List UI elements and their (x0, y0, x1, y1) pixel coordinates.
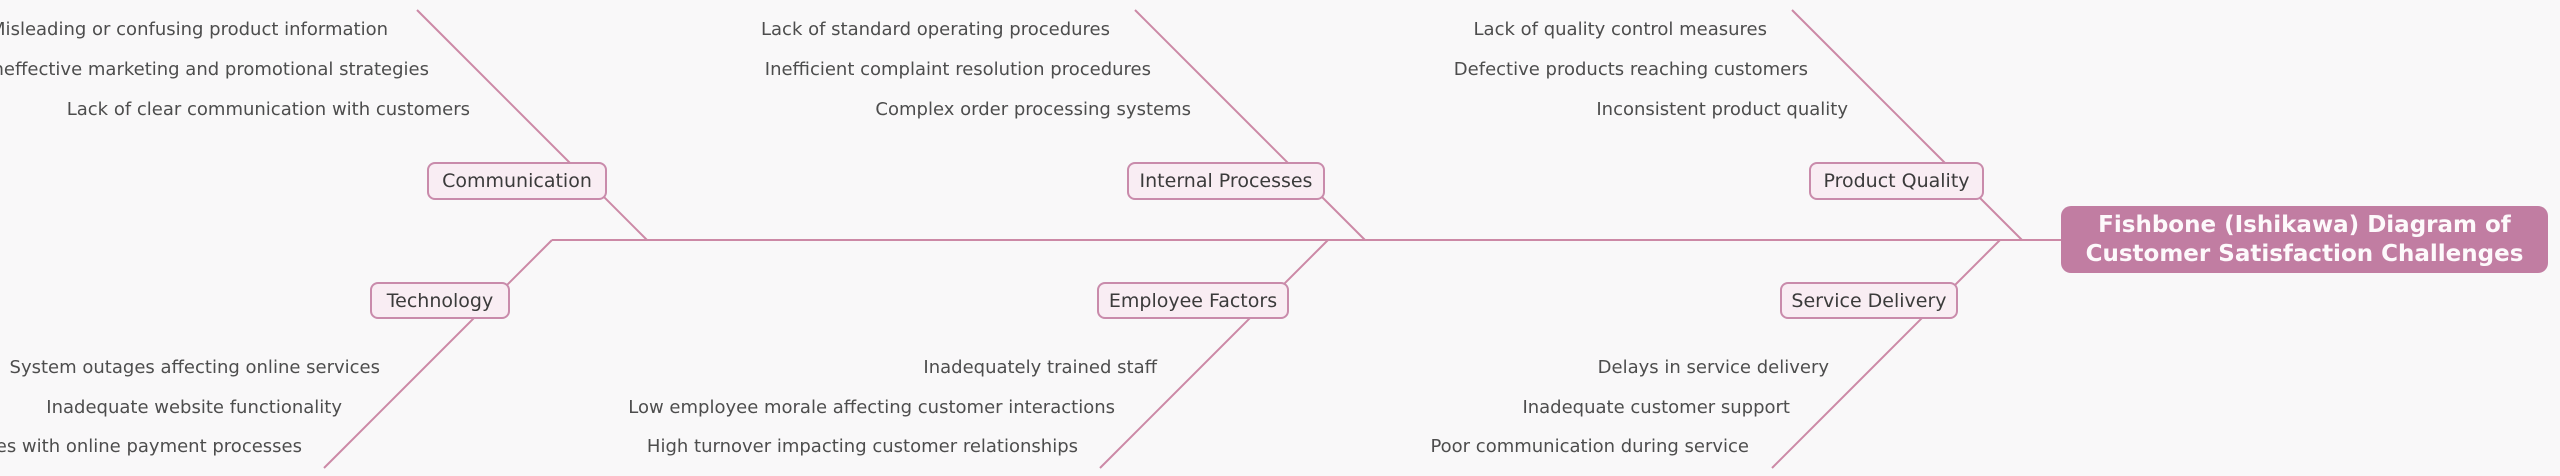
cause-label: System outages affecting online services (9, 357, 380, 378)
bone-line-technology (323, 239, 553, 469)
cause-label: Lack of clear communication with custome… (66, 99, 470, 120)
category-box-internal-processes: Internal Processes (1127, 162, 1325, 200)
category-box-product-quality: Product Quality (1809, 162, 1984, 200)
category-box-technology: Technology (370, 282, 510, 319)
cause-label: Delays in service delivery (1597, 357, 1829, 378)
cause-label: Ineffective marketing and promotional st… (0, 59, 429, 80)
category-box-employee-factors: Employee Factors (1097, 282, 1289, 319)
diagram-title: Fishbone (Ishikawa) Diagram of Customer … (2061, 206, 2548, 273)
cause-label: Misleading or confusing product informat… (0, 19, 388, 40)
cause-label: High turnover impacting customer relatio… (646, 436, 1078, 457)
cause-label: Inadequate website functionality (46, 397, 342, 418)
category-box-service-delivery: Service Delivery (1780, 282, 1958, 319)
cause-label: Complex order processing systems (875, 99, 1191, 120)
cause-label: Lack of standard operating procedures (761, 19, 1110, 40)
cause-label: Inadequately trained staff (923, 357, 1157, 378)
cause-label: Inconsistent product quality (1596, 99, 1848, 120)
cause-label: Low employee morale affecting customer i… (628, 397, 1115, 418)
bone-line-service-delivery (1771, 239, 2001, 469)
category-box-communication: Communication (427, 162, 607, 200)
cause-label: Inadequate customer support (1522, 397, 1790, 418)
cause-label: Inefficient complaint resolution procedu… (764, 59, 1151, 80)
cause-label: Defective products reaching customers (1453, 59, 1808, 80)
cause-label: Issues with online payment processes (0, 436, 302, 457)
cause-label: Poor communication during service (1430, 436, 1749, 457)
bone-line-communication (416, 9, 648, 241)
bone-line-employee-factors (1099, 239, 1329, 469)
cause-label: Lack of quality control measures (1473, 19, 1767, 40)
bone-line-product-quality (1791, 9, 2023, 241)
bone-line-internal-processes (1134, 9, 1366, 241)
